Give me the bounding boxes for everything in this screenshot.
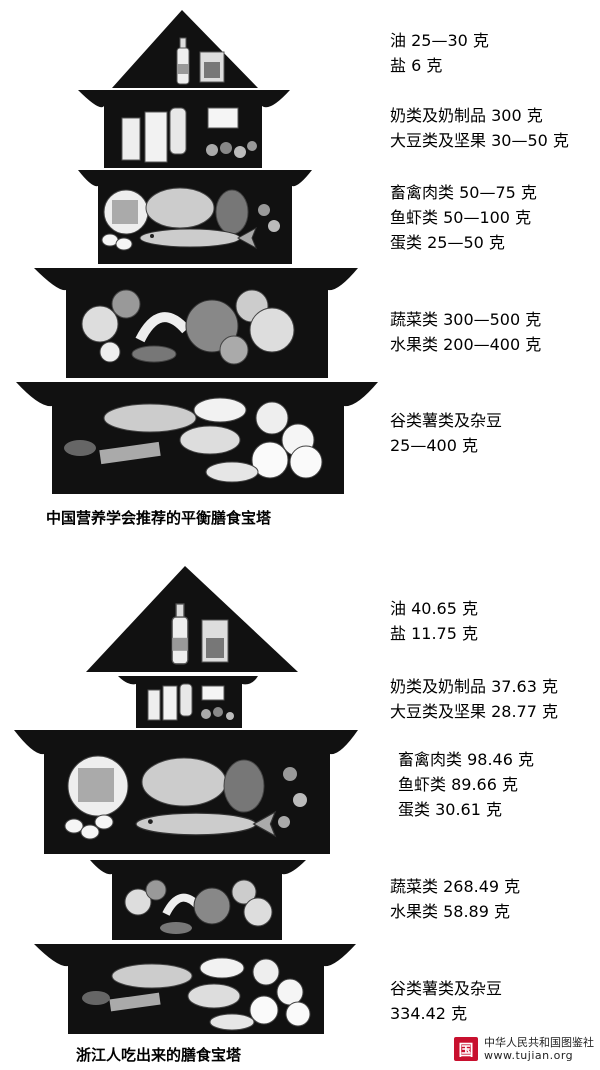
label-line: 鱼虾类 89.66 克 <box>398 775 518 794</box>
label-line: 水果类 200—400 克 <box>390 335 542 354</box>
label-line: 油 40.65 克 <box>390 599 478 618</box>
tier-grains <box>16 382 378 494</box>
tier-meat-fish-egg-zj <box>14 730 358 854</box>
label-line: 盐 6 克 <box>390 56 443 75</box>
caption-recommended: 中国营养学会推荐的平衡膳食宝塔 <box>46 509 272 527</box>
pagoda-bottom <box>14 566 358 1034</box>
label-line: 畜禽肉类 50—75 克 <box>390 183 537 202</box>
tier-oil-salt <box>112 10 258 88</box>
tier-dairy <box>78 90 290 168</box>
label-oil-salt-zj: 油 40.65 克 盐 11.75 克 <box>390 596 478 646</box>
label-meat-fish-egg: 畜禽肉类 50—75 克 鱼虾类 50—100 克 蛋类 25—50 克 <box>390 180 537 255</box>
label-line: 油 25—30 克 <box>390 31 489 50</box>
label-line: 蔬菜类 300—500 克 <box>390 310 542 329</box>
label-grains: 谷类薯类及杂豆 25—400 克 <box>390 408 502 458</box>
label-dairy-soy-zj: 奶类及奶制品 37.63 克 大豆类及坚果 28.77 克 <box>390 674 558 724</box>
tier-oil-salt-zj <box>86 566 298 672</box>
tier-veg-fruit <box>34 268 358 378</box>
label-line: 蛋类 25—50 克 <box>390 233 505 252</box>
label-line: 水果类 58.89 克 <box>390 902 510 921</box>
label-line: 谷类薯类及杂豆 <box>390 979 503 998</box>
label-grains-zj: 谷类薯类及杂豆 334.42 克 <box>390 976 502 1026</box>
tier-veg-fruit-zj <box>90 860 306 940</box>
watermark-name: 中华人民共和国图鉴社 <box>484 1036 594 1049</box>
label-line: 奶类及奶制品 37.63 克 <box>390 677 558 696</box>
label-line: 大豆类及坚果 28.77 克 <box>390 702 558 721</box>
pagoda-top <box>16 10 378 494</box>
watermark-url: www.tujian.org <box>484 1049 574 1062</box>
label-line: 25—400 克 <box>390 436 478 455</box>
label-line: 奶类及奶制品 300 克 <box>390 106 543 125</box>
label-veg-fruit-zj: 蔬菜类 268.49 克 水果类 58.89 克 <box>390 874 520 924</box>
label-line: 蛋类 30.61 克 <box>398 800 502 819</box>
watermark-text: 中华人民共和国图鉴社 www.tujian.org <box>484 1036 594 1062</box>
tier-grains-zj <box>34 944 356 1034</box>
watermark: 国 中华人民共和国图鉴社 www.tujian.org <box>454 1036 594 1062</box>
label-line: 334.42 克 <box>390 1004 468 1023</box>
label-line: 蔬菜类 268.49 克 <box>390 877 521 896</box>
watermark-logo-icon: 国 <box>454 1037 478 1061</box>
label-line: 畜禽肉类 98.46 克 <box>398 750 534 769</box>
tier-dairy-zj <box>118 676 258 728</box>
label-oil-salt: 油 25—30 克 盐 6 克 <box>390 28 489 78</box>
label-line: 谷类薯类及杂豆 <box>390 411 503 430</box>
label-dairy-soy: 奶类及奶制品 300 克 大豆类及坚果 30—50 克 <box>390 103 569 153</box>
caption-zhejiang: 浙江人吃出来的膳食宝塔 <box>76 1046 242 1064</box>
label-veg-fruit: 蔬菜类 300—500 克 水果类 200—400 克 <box>390 307 541 357</box>
label-line: 大豆类及坚果 30—50 克 <box>390 131 569 150</box>
tier-meat-fish-egg <box>78 170 312 264</box>
label-line: 盐 11.75 克 <box>390 624 478 643</box>
label-meat-fish-egg-zj: 畜禽肉类 98.46 克 鱼虾类 89.66 克 蛋类 30.61 克 <box>398 747 534 822</box>
label-line: 鱼虾类 50—100 克 <box>390 208 532 227</box>
